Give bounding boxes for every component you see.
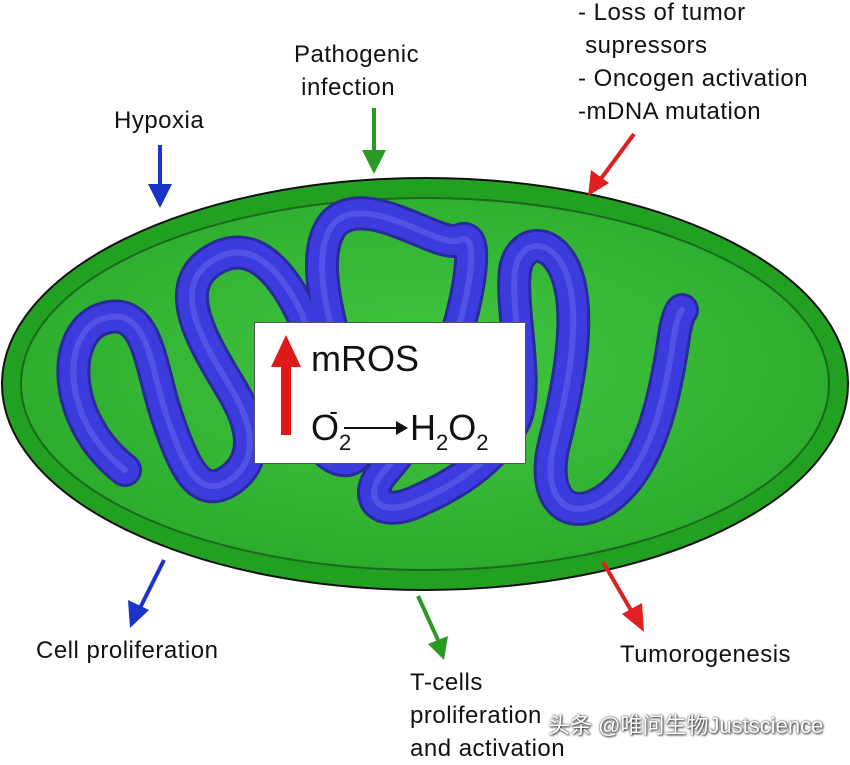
cell-proliferation-arrow [128, 559, 166, 628]
product-o: O [448, 407, 477, 448]
up-arrow-icon [271, 335, 301, 435]
label-oncogenic-factors: - Loss of tumor supressors - Oncogen act… [578, 0, 809, 125]
cristae [56, 196, 699, 526]
pathogenic-arrow [362, 108, 386, 174]
hypoxia-arrow [148, 145, 172, 208]
reaction-arrow-icon [343, 421, 408, 435]
product-o-subscript: 2 [476, 430, 489, 455]
tcells-arrow [416, 595, 448, 660]
label-cell-proliferation: Cell proliferation [36, 637, 219, 664]
reactant-o-subscript: 2 [339, 430, 352, 455]
reactant-o: O [311, 407, 340, 448]
label-tumorogenesis: Tumorogenesis [620, 641, 792, 668]
label-pathogenic-infection: Pathogenic infection [294, 41, 420, 101]
label-hypoxia: Hypoxia [114, 107, 205, 134]
reactant-o-charge: - [329, 396, 338, 426]
mros-box: mROS O2-H2O2 [254, 322, 526, 464]
product-h-subscript: 2 [435, 430, 449, 455]
oncogenic-arrow [588, 132, 636, 196]
label-tcells: T-cells proliferation and activation [410, 669, 566, 762]
reaction-equation: O2-H2O2 [311, 389, 488, 465]
watermark: 头条 @唯问生物Justscience [548, 713, 824, 738]
mros-title: mROS [311, 338, 419, 379]
tumorogenesis-arrow [601, 560, 644, 632]
product-h: H [409, 407, 436, 448]
